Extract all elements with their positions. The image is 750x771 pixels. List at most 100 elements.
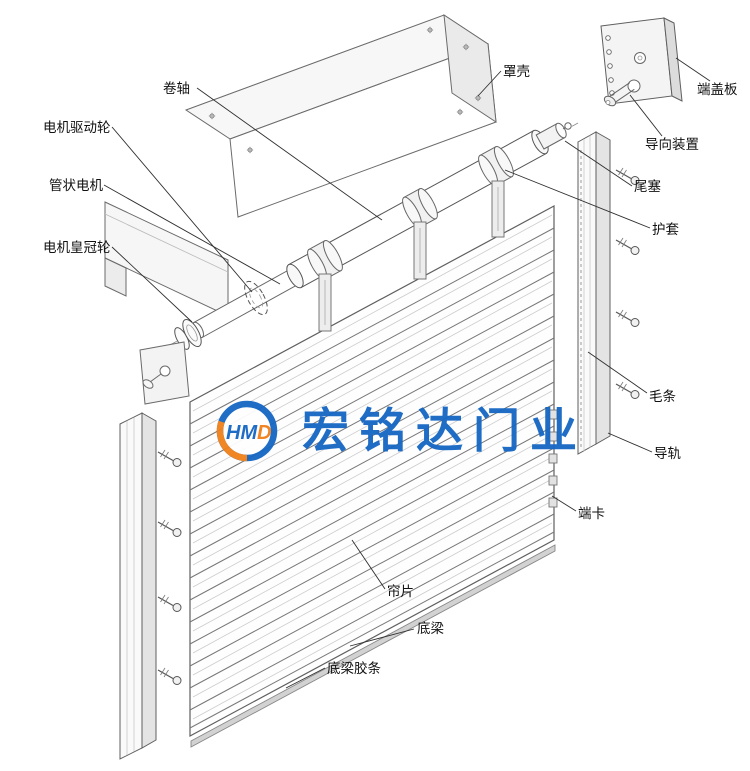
guide-device-hub bbox=[627, 79, 641, 93]
tail-plug-knob bbox=[564, 122, 572, 130]
slat-line bbox=[189, 447, 555, 645]
motor-mount-plate bbox=[104, 201, 229, 317]
screw-pin-thread bbox=[160, 519, 166, 528]
slat-groove-line bbox=[192, 390, 553, 588]
screw-pin-thread bbox=[621, 311, 627, 320]
left-rail-screws bbox=[157, 449, 182, 685]
label-cover-shell: 罩壳 bbox=[503, 64, 530, 79]
slat-line bbox=[189, 227, 555, 425]
slat-groove-line bbox=[192, 478, 553, 676]
sleeve-edge-ring bbox=[417, 188, 438, 220]
leader-bottom-beam-rubber bbox=[285, 667, 326, 689]
leader-end-clip bbox=[551, 495, 577, 512]
end-clip-mark bbox=[548, 497, 558, 508]
label-motor-drive-wheel: 电机驱动轮 bbox=[43, 120, 111, 135]
sleeve-edge-ring bbox=[322, 240, 343, 272]
leader-roller-shaft bbox=[196, 87, 383, 221]
drive-wheel-inner bbox=[249, 287, 263, 309]
cover-screw-dots bbox=[208, 26, 482, 154]
motor-plate-fold-line bbox=[104, 213, 229, 273]
screw-pin-thread bbox=[618, 237, 624, 246]
left-rail-front-face bbox=[119, 412, 143, 760]
end-plate-hole bbox=[607, 63, 613, 69]
slat-line bbox=[189, 469, 555, 667]
left-guide-rail-drawing bbox=[119, 412, 182, 760]
slat-line bbox=[189, 513, 555, 711]
label-guide-device: 导向装置 bbox=[645, 137, 699, 152]
label-bottom-beam: 底梁 bbox=[417, 621, 444, 636]
screw-pin-thread bbox=[618, 309, 624, 318]
screw-pin-head bbox=[172, 458, 182, 467]
hanger-straps bbox=[318, 180, 505, 332]
leader-end-cover-plate bbox=[675, 57, 711, 82]
slat-groove-line bbox=[192, 522, 553, 720]
slat-line bbox=[189, 381, 555, 579]
leader-guide-rail bbox=[607, 432, 653, 453]
leader-motor-drive-wheel bbox=[111, 126, 253, 293]
crown-wheel-outer bbox=[182, 318, 202, 348]
slat-line bbox=[189, 403, 555, 601]
label-protective-sleeve: 护套 bbox=[652, 222, 680, 237]
slat-groove-line bbox=[192, 214, 553, 412]
end-cover-plate-drawing bbox=[600, 17, 683, 107]
right-rail-side-face bbox=[595, 131, 611, 445]
end-clip-mark bbox=[548, 453, 558, 464]
end-plate-hole bbox=[606, 49, 612, 55]
end-clip-mark bbox=[548, 409, 558, 420]
screw-pin-thread bbox=[621, 383, 627, 392]
screw-pin-thread bbox=[621, 169, 627, 178]
roller-tube-left-cap bbox=[286, 263, 304, 289]
leader-bottom-beam bbox=[349, 628, 415, 647]
brand-watermark-text: 宏铭达门业 bbox=[302, 404, 587, 457]
right-guide-rail-drawing bbox=[577, 131, 640, 455]
label-bottom-beam-rubber: 底梁胶条 bbox=[327, 660, 381, 676]
screw-pin-thread bbox=[163, 521, 169, 530]
end-plate-hole bbox=[608, 77, 614, 83]
slat-groove-line bbox=[192, 500, 553, 698]
end-clip-mark bbox=[548, 431, 558, 442]
screw-pin-head bbox=[630, 176, 640, 185]
slat-groove-line bbox=[192, 236, 553, 434]
screw-pin-head bbox=[172, 528, 182, 537]
label-tubular-motor: 管状电机 bbox=[49, 178, 103, 193]
left-bracket-hub bbox=[159, 365, 171, 377]
end-plate-holes bbox=[605, 35, 615, 96]
screw-pin-thread bbox=[621, 239, 627, 248]
slat-line bbox=[189, 337, 555, 535]
logo-letters: HM bbox=[226, 422, 258, 444]
end-clips-drawing bbox=[548, 409, 558, 508]
slat-line bbox=[189, 315, 555, 513]
curtain-outline bbox=[189, 204, 555, 738]
crown-wheel-inner bbox=[186, 324, 198, 342]
motor-plate-face bbox=[104, 201, 229, 317]
left-bracket-stub bbox=[149, 373, 162, 383]
label-end-cover-plate: 端盖板 bbox=[697, 82, 738, 97]
right-rail-screws bbox=[615, 167, 640, 399]
screw-pin-thread bbox=[618, 381, 624, 390]
leader-guide-device bbox=[629, 94, 663, 137]
bottom-rubber-strip-drawing bbox=[190, 544, 556, 748]
end-plate-axle-hole-inner bbox=[637, 55, 643, 61]
leader-curtain-slat bbox=[351, 539, 386, 590]
screw-pin-thread bbox=[160, 667, 166, 676]
leader-lines bbox=[103, 57, 711, 689]
label-end-clip: 端卡 bbox=[578, 506, 605, 521]
leader-motor-crown-wheel bbox=[111, 246, 193, 323]
slat-groove-line bbox=[192, 456, 553, 654]
screw-pin-thread bbox=[160, 449, 166, 458]
part-labels: 卷轴 罩壳 端盖板 导向装置 尾塞 护套 电机驱动轮 管状电机 电机皇冠轮 毛条… bbox=[43, 64, 738, 676]
screw-pin-thread bbox=[163, 596, 169, 605]
label-roller-shaft: 卷轴 bbox=[163, 81, 190, 96]
cover-shell-drawing bbox=[184, 14, 497, 218]
slat-line bbox=[189, 491, 555, 689]
left-bracket bbox=[139, 341, 190, 405]
slat-line bbox=[189, 359, 555, 557]
label-motor-crown-wheel: 电机皇冠轮 bbox=[43, 240, 111, 255]
leader-cover-shell bbox=[477, 70, 502, 97]
screw-pin-head bbox=[172, 676, 182, 685]
left-bracket-stub-cap bbox=[142, 379, 154, 389]
guide-device-stub bbox=[607, 82, 630, 99]
end-plate-hole bbox=[605, 35, 611, 41]
label-curtain-slat: 帘片 bbox=[387, 584, 414, 599]
